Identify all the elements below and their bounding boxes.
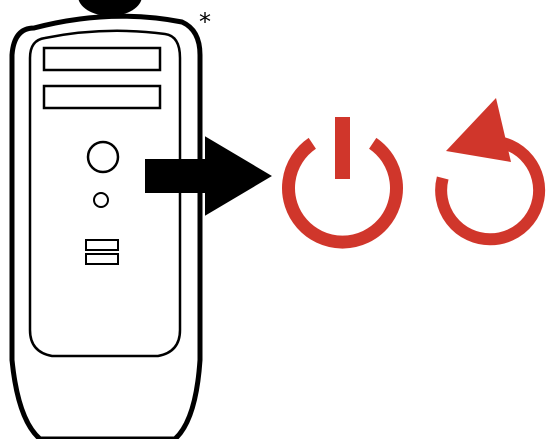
tower-top-knob [78,0,142,16]
power-stem [335,117,350,179]
tower-power-button [88,142,118,172]
drive-bay-1 [44,48,160,70]
drive-bay-2 [44,86,160,108]
asterisk-annotation: * [199,8,211,36]
power-icon [289,117,397,242]
tower-port-1 [86,240,118,250]
desktop-tower-icon [12,0,200,439]
restart-arrowhead [446,98,511,162]
restart-icon [441,98,539,239]
tower-port-2 [86,254,118,264]
tower-reset-button [94,193,108,207]
